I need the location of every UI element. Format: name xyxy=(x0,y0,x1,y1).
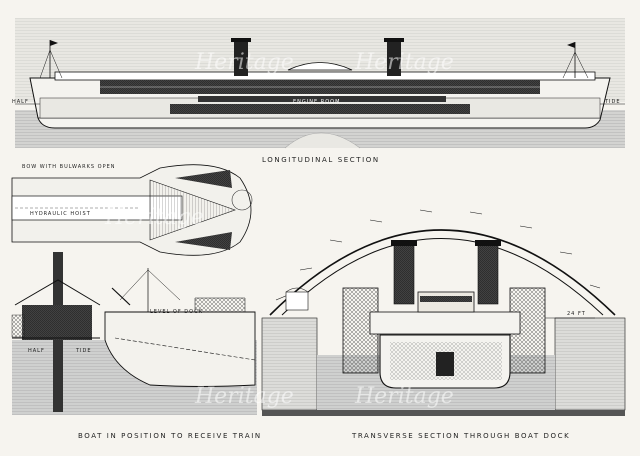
label-arch-span: 24 ft xyxy=(567,311,586,317)
arch-truss-inner xyxy=(281,238,604,316)
caption-transverse: Transverse Section Through Boat Dock xyxy=(352,432,571,440)
longitudinal-section xyxy=(15,18,625,149)
label-half: Half xyxy=(28,348,45,354)
funnel-right xyxy=(387,38,401,76)
transverse-funnel-right xyxy=(477,241,499,305)
bow-detail xyxy=(11,164,253,256)
label-level-of-dock: Level of Dock xyxy=(150,309,203,315)
arch-truss-outer xyxy=(269,229,616,316)
lower-train xyxy=(170,104,470,114)
label-half-top: Half xyxy=(12,99,29,105)
boat-position xyxy=(11,252,257,415)
transverse-funnel-left xyxy=(393,241,415,305)
label-hydraulic-hoist: Hydraulic Hoist xyxy=(30,211,91,217)
funnel-left xyxy=(234,38,248,76)
caption-longitudinal: Longitudinal Section xyxy=(262,156,380,164)
label-tide: Tide xyxy=(76,348,92,354)
label-engine-room: Engine Room xyxy=(293,99,341,105)
label-tide-top: Tide xyxy=(605,99,621,105)
caption-boat-position: Boat in Position to Receive Train xyxy=(78,432,262,440)
upper-train xyxy=(100,80,540,94)
transverse-section xyxy=(261,209,626,416)
label-bow: Bow with Bulwarks Open xyxy=(22,164,116,170)
